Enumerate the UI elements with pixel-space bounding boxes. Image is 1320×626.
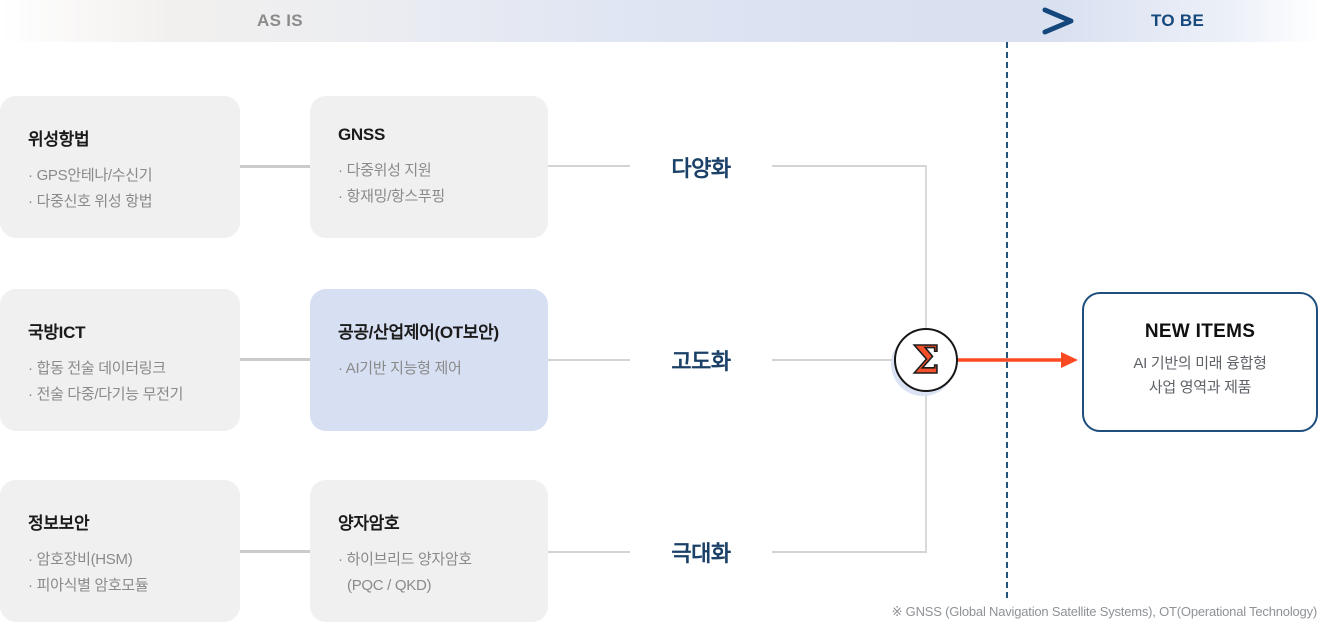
as-is-label: AS IS [257, 11, 303, 30]
card-bullet: · 다중신호 위성 항법 [28, 192, 153, 210]
card-quantum-crypto: 양자암호 · 하이브리드 양자암호 (PQC / QKD) [310, 480, 548, 622]
new-items-line: AI 기반의 미래 융합형 [1133, 355, 1267, 372]
result-arrowhead [1061, 352, 1078, 368]
card-title: 위성항법 [28, 130, 90, 149]
footnote-glossary: ※ GNSS (Global Navigation Satellite Syst… [891, 604, 1318, 619]
flow-label-diversification: 다양화 [671, 156, 731, 181]
connector-row1-left [240, 165, 310, 168]
sigma-icon: Σ [894, 328, 958, 392]
card-bullet: · 암호장비(HSM) [28, 551, 133, 568]
card-defense-ict: 국방ICT · 합동 전술 데이터링크 · 전술 다중/다기능 무전기 [0, 289, 240, 431]
card-bullet-continuation: (PQC / QKD) [347, 576, 432, 594]
card-info-security: 정보보안 · 암호장비(HSM) · 피아식별 암호모듈 [0, 480, 240, 622]
sigma-glyph: Σ [912, 337, 940, 382]
new-items-title: NEW ITEMS [1144, 321, 1256, 342]
connector-row3-left [240, 550, 310, 553]
card-bullet: · 하이브리드 양자암호 [338, 551, 472, 568]
card-title: 국방ICT [28, 323, 86, 342]
card-satellite-navigation: 위성항법 · GPS안테나/수신기 · 다중신호 위성 항법 [0, 96, 240, 238]
timeline-band: AS IS TO BE [0, 0, 1320, 42]
connector-row1-right [772, 165, 927, 167]
card-title: 정보보안 [28, 514, 90, 533]
connector-row3-mid [548, 551, 630, 553]
card-bullet: · 항재밍/항스푸핑 [338, 187, 445, 205]
connector-row2-left [240, 358, 310, 361]
card-gnss: GNSS · 다중위성 지원 · 항재밍/항스푸핑 [310, 96, 548, 238]
card-ot-security: 공공/산업제어(OT보안) · AI기반 지능형 제어 [310, 289, 548, 431]
card-title: 공공/산업제어(OT보안) [338, 323, 499, 342]
new-items-line: 사업 영역과 제품 [1148, 379, 1252, 396]
card-bullet: · GPS안테나/수신기 [28, 167, 153, 184]
flow-label-maximization: 극대화 [671, 541, 731, 566]
to-be-label: TO BE [1151, 11, 1205, 30]
connector-row2-mid [548, 359, 630, 361]
new-items-box: NEW ITEMS AI 기반의 미래 융합형 사업 영역과 제품 [1082, 292, 1318, 432]
result-arrow [958, 352, 1078, 368]
connector-row1-mid [548, 165, 630, 167]
card-bullet: · 합동 전술 데이터링크 [28, 360, 166, 377]
card-bullet: · 다중위성 지원 [338, 162, 432, 179]
as-is-to-be-divider-line [1006, 42, 1008, 598]
card-title: GNSS [338, 125, 385, 144]
arrowhead [1042, 7, 1074, 35]
card-bullet: · 전술 다중/다기능 무전기 [28, 385, 184, 403]
timeline-arrow [389, 7, 1074, 35]
card-title: 양자암호 [338, 514, 400, 533]
flow-label-advancement: 고도화 [671, 349, 731, 374]
connector-row3-right [772, 551, 927, 553]
card-bullet: · AI기반 지능형 제어 [338, 360, 462, 377]
connector-row2-right [772, 359, 896, 361]
card-bullet: · 피아식별 암호모듈 [28, 576, 149, 594]
